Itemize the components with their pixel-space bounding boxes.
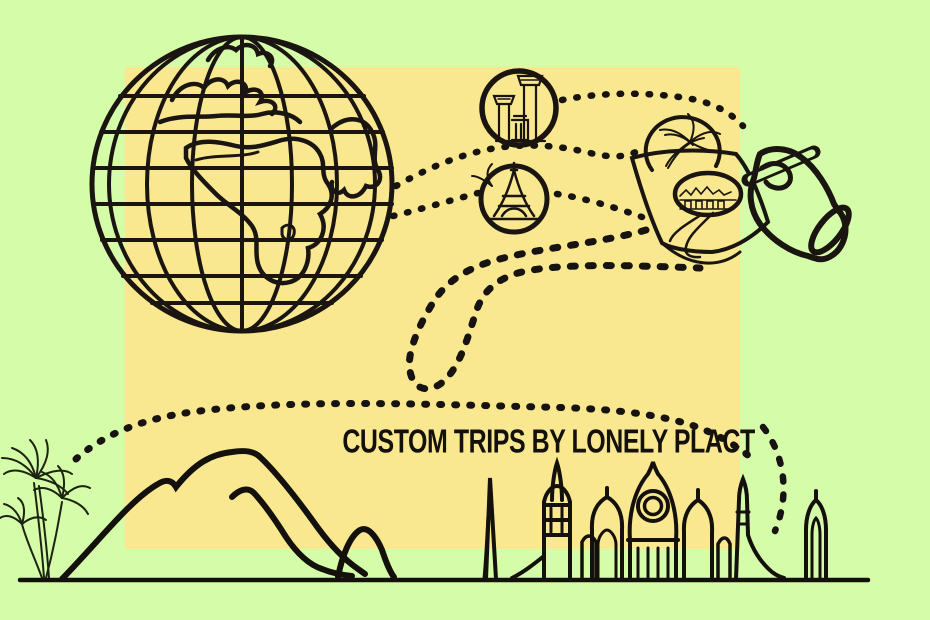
hand-pen-icon <box>741 145 852 263</box>
palm-trees-icon <box>0 439 91 579</box>
continents-outline <box>157 42 383 286</box>
map-sketch-icon <box>629 113 771 265</box>
dotted-route-globe-to-eiffel <box>389 189 482 220</box>
towers-badge-icon <box>479 68 559 148</box>
dotted-route-towers-to-map <box>558 90 747 130</box>
headline-text: CUSTOM TRIPS BY LONELY PLACT <box>342 424 755 461</box>
globe-icon <box>89 34 395 334</box>
eiffel-badge-icon <box>471 161 550 235</box>
dotted-route-loop <box>405 226 704 393</box>
mountain-range-icon <box>59 448 397 582</box>
map-vignette-skyline <box>679 185 737 210</box>
dotted-route-hook <box>759 423 787 535</box>
dotted-route-bottom-arc <box>72 400 754 463</box>
dotted-route-eiffel-to-map <box>553 190 646 221</box>
map-palm-sketch <box>659 113 721 169</box>
city-skyline-icon <box>482 456 828 581</box>
